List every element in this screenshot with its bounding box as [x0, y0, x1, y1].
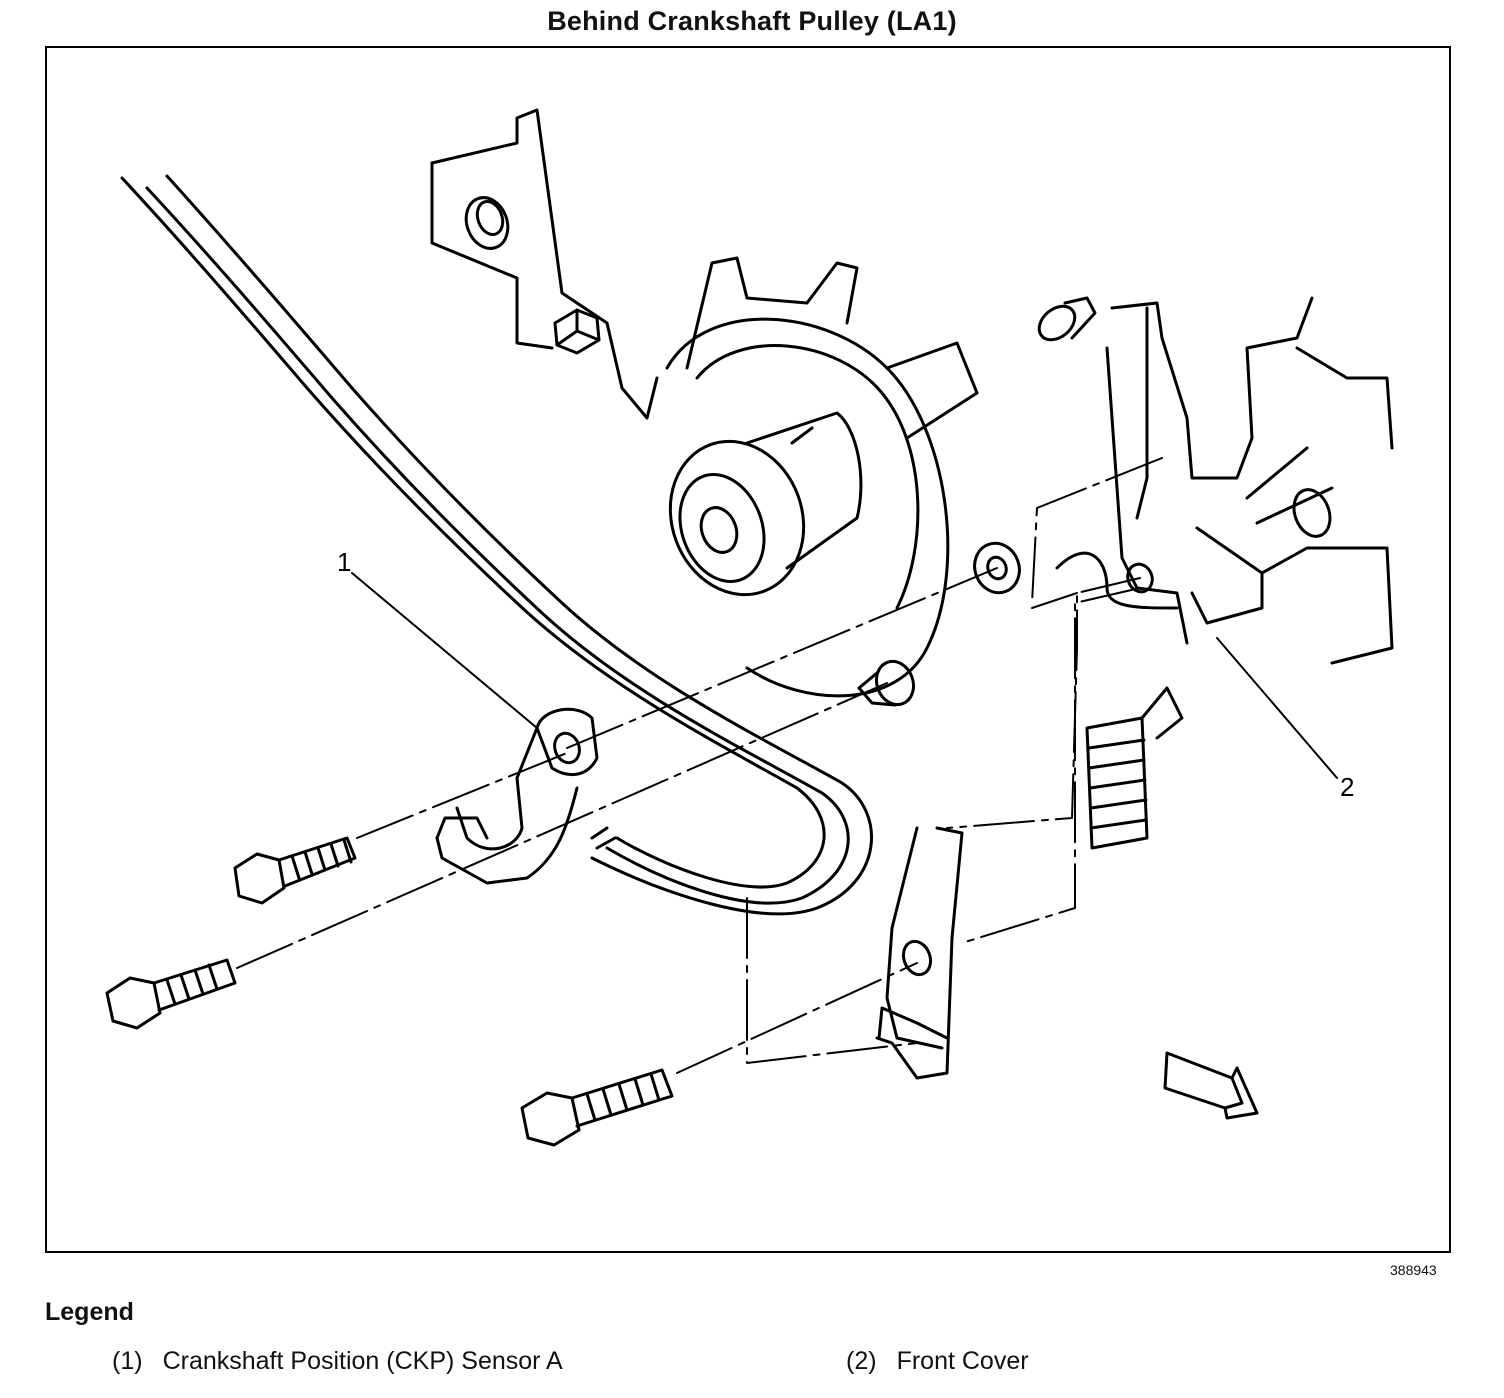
bolt-lower [520, 1068, 674, 1147]
callout-2-leader [1216, 637, 1338, 779]
alignment-lines [236, 457, 1163, 1074]
legend-item-1-text: Crankshaft Position (CKP) Sensor A [162, 1347, 563, 1375]
sensor-bracket [875, 826, 964, 1080]
diagram-title: Behind Crankshaft Pulley (LA1) [547, 6, 957, 36]
engine-bracket [430, 108, 659, 420]
bolt-upper [233, 836, 357, 905]
connector-boot [1085, 686, 1184, 850]
ckp-sensor [435, 707, 617, 885]
direction-arrow [1163, 1051, 1259, 1120]
front-cover [1055, 296, 1394, 665]
crankshaft-housing [665, 256, 1021, 707]
callout-2: 2 [1340, 772, 1354, 802]
bracket-bolt [553, 308, 601, 355]
callout-leaders [351, 572, 1338, 779]
bolt-middle [105, 958, 237, 1030]
legend-item-1: (1) Crankshaft Position (CKP) Sensor A [112, 1347, 563, 1376]
legend-item-2: (2) Front Cover [846, 1347, 1029, 1376]
line-drawing: 1 2 [105, 108, 1394, 1147]
legend-heading: Legend [45, 1298, 134, 1326]
wiring-harness [120, 174, 874, 916]
figure-id: 388943 [1390, 1262, 1437, 1278]
callout-1: 1 [337, 547, 351, 577]
diagram-frame: 1 2 [45, 46, 1451, 1253]
legend-item-2-number: (2) [846, 1347, 877, 1375]
legend-item-2-text: Front Cover [896, 1347, 1029, 1375]
callout-1-leader [351, 572, 538, 729]
legend-item-1-number: (1) [112, 1347, 143, 1375]
dowel-pin [1037, 296, 1097, 342]
